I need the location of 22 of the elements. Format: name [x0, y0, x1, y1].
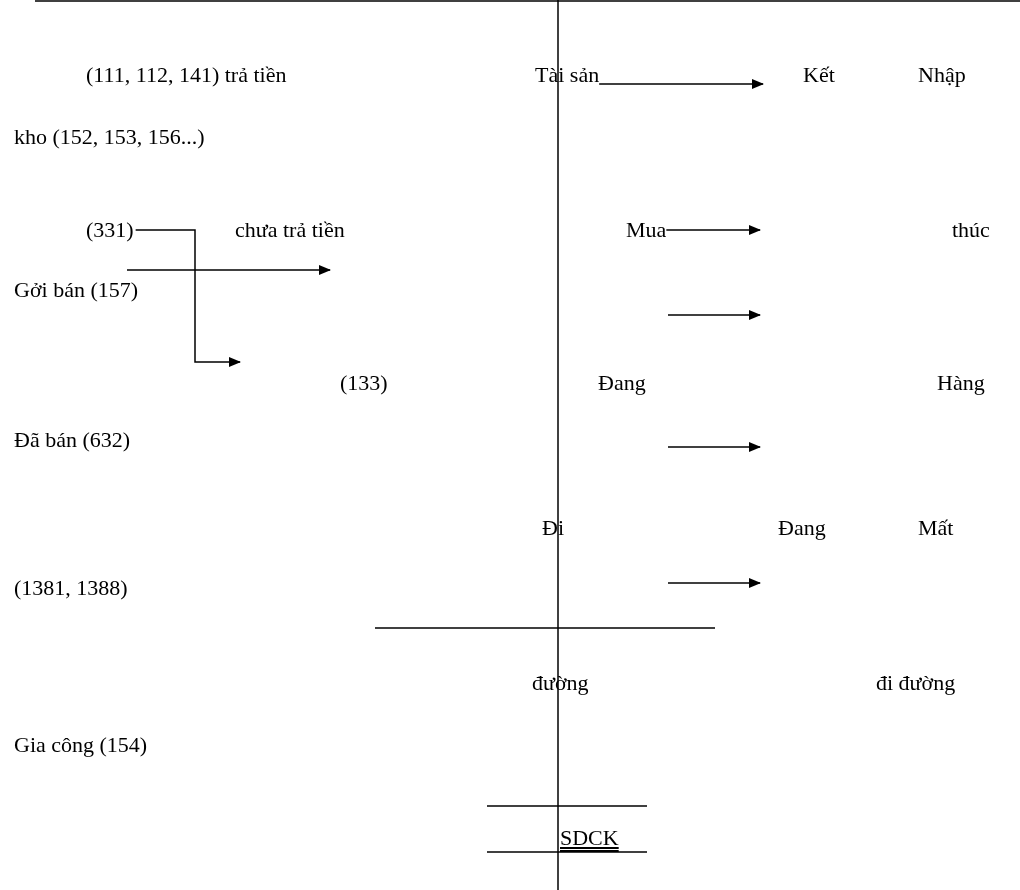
account-text: Hàng — [937, 370, 985, 396]
account-text: (331) — [86, 217, 134, 243]
account-text: Kết — [803, 62, 835, 88]
arrow — [134, 229, 241, 367]
account-text: Đang — [598, 370, 646, 396]
account-text: chưa trả tiền — [235, 217, 345, 243]
account-text: Đã bán (632) — [14, 427, 131, 453]
account-text: (1381, 1388) — [14, 575, 128, 601]
account-text: Mua — [626, 217, 667, 243]
account-text: đi đường — [876, 670, 956, 696]
account-text: (111, 112, 141) trả tiền — [86, 62, 287, 88]
account-text: Mất — [918, 515, 954, 541]
account-text: thúc — [952, 217, 990, 243]
account-text: Nhập — [918, 62, 966, 88]
account-text: kho (152, 153, 156...) — [14, 124, 205, 150]
account-text: Gia công (154) — [14, 732, 148, 758]
account-text: Đang — [778, 515, 826, 541]
balance-label: SDCK — [560, 825, 619, 851]
arrow — [665, 225, 761, 235]
account-text: (133) — [340, 370, 388, 396]
account-text: Gởi bán (157) — [14, 277, 139, 303]
arrow — [598, 79, 764, 89]
